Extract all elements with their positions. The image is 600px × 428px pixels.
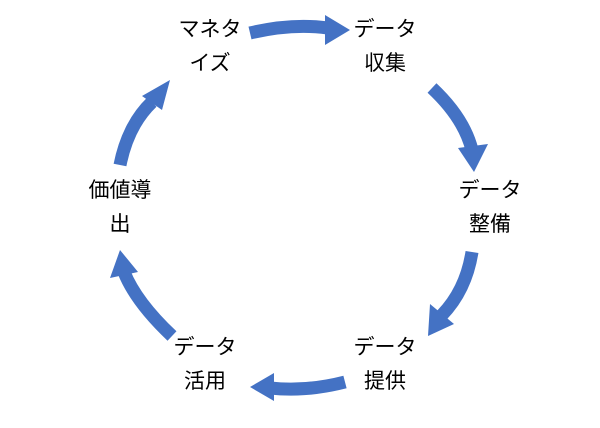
arrow-provide-to-use bbox=[269, 375, 347, 396]
node-data-collection-line1: データ bbox=[353, 17, 417, 41]
node-value-creation-line2: 出 bbox=[109, 212, 131, 236]
arrow-prep-to-provide bbox=[437, 250, 479, 320]
node-data-preparation-line1: データ bbox=[458, 178, 522, 202]
node-data-preparation: データ 整備 bbox=[440, 173, 540, 241]
node-data-provision-line2: 提供 bbox=[364, 369, 406, 393]
node-value-creation-line1: 価値導 bbox=[88, 178, 152, 202]
node-monetize-line2: イズ bbox=[189, 51, 231, 75]
arrowhead-provide-to-use bbox=[250, 373, 274, 401]
node-data-utilization-line2: 活用 bbox=[184, 369, 226, 393]
arrow-value-to-monetize bbox=[113, 97, 157, 167]
arrowhead-prep-to-provide bbox=[428, 304, 454, 336]
node-data-utilization: データ 活用 bbox=[155, 330, 255, 398]
node-data-provision-line1: データ bbox=[353, 335, 417, 359]
node-data-collection-line2: 収集 bbox=[364, 51, 406, 75]
arrow-collect-to-prep bbox=[427, 83, 479, 152]
arrow-monetize-to-collect bbox=[248, 19, 329, 40]
node-value-creation: 価値導 出 bbox=[70, 173, 170, 241]
arrowhead-use-to-value bbox=[110, 250, 138, 278]
node-data-provision: データ 提供 bbox=[335, 330, 435, 398]
node-data-utilization-line1: データ bbox=[173, 335, 237, 359]
arrowhead-collect-to-prep bbox=[458, 144, 488, 172]
node-monetize: マネタ イズ bbox=[160, 12, 260, 80]
arrowhead-value-to-monetize bbox=[142, 80, 170, 110]
arrowhead-monetize-to-collect bbox=[325, 15, 350, 45]
arrow-use-to-value bbox=[117, 269, 177, 341]
node-data-preparation-line2: 整備 bbox=[469, 212, 511, 236]
node-monetize-line1: マネタ bbox=[178, 17, 242, 41]
node-data-collection: データ 収集 bbox=[335, 12, 435, 80]
